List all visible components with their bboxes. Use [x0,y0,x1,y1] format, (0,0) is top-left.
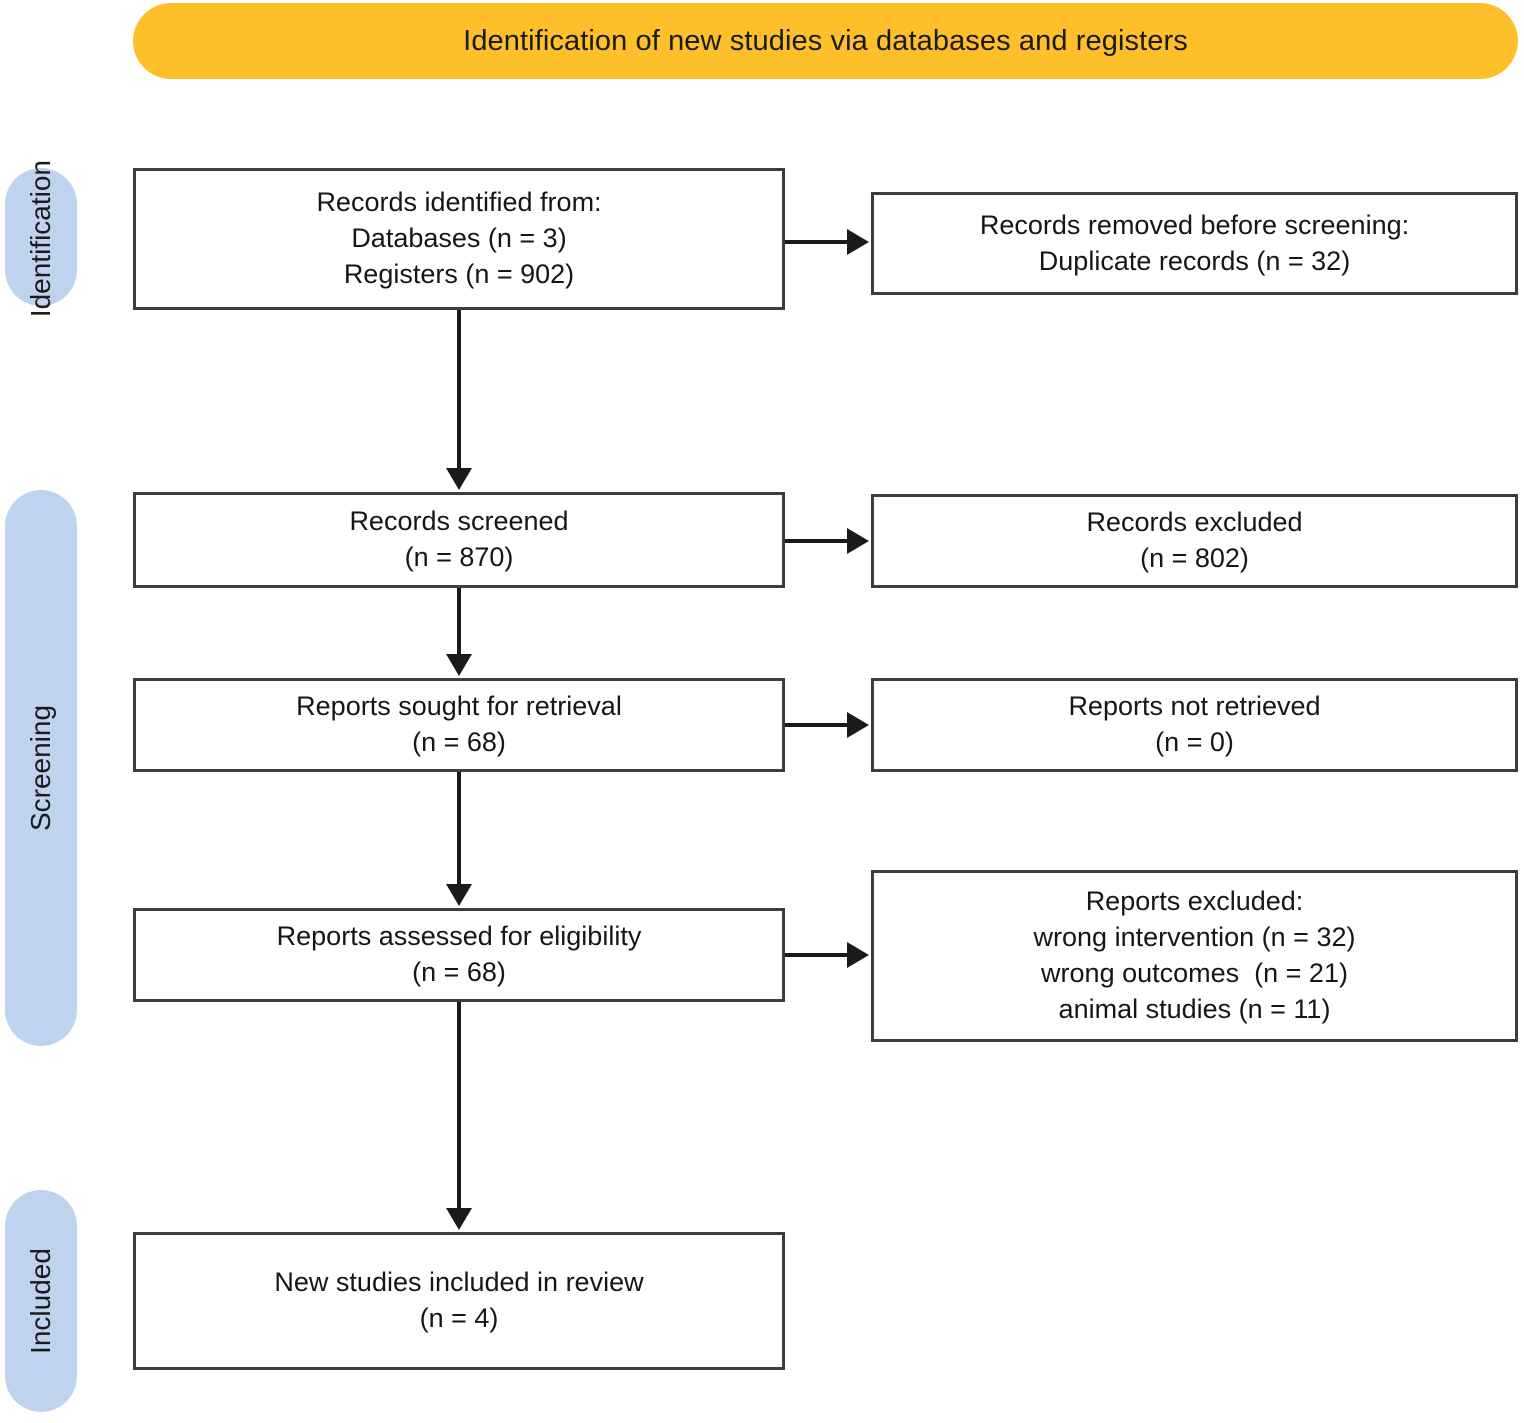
arrow-down-icon [446,884,472,906]
flow-box-records-identified: Records identified from: Databases (n = … [133,168,785,310]
box-line: Registers (n = 902) [343,258,575,289]
box-line: Records identified from: [316,187,602,218]
connector-assessed-to-reports-excluded [785,953,849,957]
stage-label-identification: Identification [25,159,56,318]
flow-box-reports-assessed: Reports assessed for eligibility (n = 68… [133,908,785,1002]
connector-identified-to-screened [457,310,461,472]
box-line: (n = 4) [419,1303,499,1333]
box-line: (n = 68) [412,727,506,757]
connector-assessed-to-included [457,1002,461,1212]
connector-identified-to-removed [785,240,849,244]
box-line: (n = 802) [1140,543,1249,573]
box-line: Reports assessed for eligibility [276,921,642,952]
arrow-down-icon [446,1208,472,1230]
page-title: Identification of new studies via databa… [463,24,1188,57]
box-line: wrong intervention (n = 32) [1033,922,1356,953]
stage-pill-included: Included [5,1190,77,1412]
connector-sought-to-assessed [457,772,461,886]
arrow-down-icon [446,468,472,490]
arrow-right-icon [847,229,869,255]
flow-box-records-screened: Records screened (n = 870) [133,492,785,588]
box-line: wrong outcomes (n = 21) [1041,958,1348,988]
flow-box-records-removed: Records removed before screening: Duplic… [871,192,1518,295]
box-line: Reports sought for retrieval [296,691,622,722]
box-line: Databases (n = 3) [351,223,567,254]
arrow-right-icon [847,528,869,554]
box-line: (n = 0) [1155,727,1234,757]
flow-box-reports-sought: Reports sought for retrieval (n = 68) [133,678,785,772]
arrow-right-icon [847,712,869,738]
arrow-down-icon [446,654,472,676]
box-line: (n = 68) [412,957,506,987]
box-line: (n = 870) [404,542,514,572]
box-line: New studies included in review [274,1267,644,1298]
flow-box-reports-not-retrieved: Reports not retrieved (n = 0) [871,678,1518,772]
flow-box-reports-excluded: Reports excluded: wrong intervention (n … [871,870,1518,1042]
stage-pill-screening: Screening [5,490,77,1046]
box-line: Records screened [349,506,569,537]
stage-label-screening: Screening [25,704,56,832]
stage-label-included: Included [25,1248,56,1354]
arrow-right-icon [847,942,869,968]
box-line: Reports excluded: [1085,886,1304,917]
connector-screened-to-sought [457,588,461,658]
stage-pill-identification: Identification [5,160,77,317]
flow-box-new-studies-included: New studies included in review (n = 4) [133,1232,785,1370]
connector-screened-to-records-excluded [785,539,849,543]
box-line: Records removed before screening: [979,209,1410,240]
box-line: animal studies (n = 11) [1058,993,1331,1024]
flow-box-records-excluded: Records excluded (n = 802) [871,494,1518,588]
box-line: Records excluded [1086,507,1303,538]
diagram-header-banner: Identification of new studies via databa… [133,3,1518,79]
connector-sought-to-not-retrieved [785,723,849,727]
box-line: Duplicate records (n = 32) [1038,245,1351,276]
box-line: Reports not retrieved [1068,691,1321,722]
